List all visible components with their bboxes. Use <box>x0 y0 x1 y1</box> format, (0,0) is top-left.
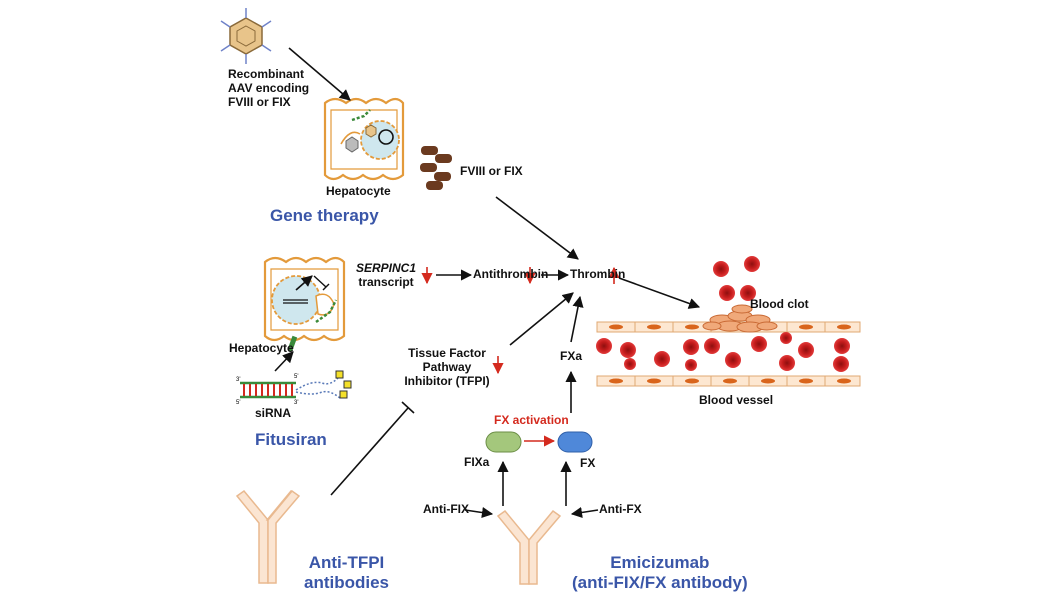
emicizumab-label: Emicizumab (anti-FIX/FX antibody) <box>572 553 748 592</box>
red-blood-cells-icon <box>596 256 850 372</box>
fitusiran-label: Fitusiran <box>255 430 327 449</box>
emicizumab-line-1: Emicizumab <box>610 553 710 572</box>
serpinc1-gene: SERPINC1 <box>356 261 417 275</box>
anti-fix-label: Anti-FIX <box>423 502 469 516</box>
svg-text:3': 3' <box>236 377 240 383</box>
blood-vessel-label: Blood vessel <box>699 393 774 407</box>
fx-pill-icon <box>557 431 593 453</box>
blood-clot-icon <box>702 304 778 333</box>
serpinc1-label: SERPINC1 transcript <box>356 261 417 290</box>
fixa-pill-icon <box>485 431 522 453</box>
sirna-label: siRNA <box>255 406 292 420</box>
hepatocyte-mid-label: Hepatocyte <box>229 341 294 355</box>
fixa-label: FIXa <box>464 455 490 469</box>
emicizumab-antibody-icon <box>496 509 562 585</box>
hepatocyte-mid-icon <box>263 256 346 342</box>
fviii-fix-label: FVIII or FIX <box>460 164 523 178</box>
fviii-fix-protein-icon <box>420 146 452 190</box>
anti-tfpi-line-2: antibodies <box>304 572 390 592</box>
tfpi-label: Tissue Factor Pathway Inhibitor (TFPI) <box>398 346 496 388</box>
sirna-icon: 3' 5' 5' 3' <box>236 370 352 406</box>
fx-activation-label: FX activation <box>494 413 569 427</box>
blood-clot-label: Blood clot <box>750 297 809 311</box>
anti-fx-label: Anti-FX <box>599 502 642 516</box>
fx-label: FX <box>580 456 596 470</box>
anti-tfpi-line-1: Anti-TFPI <box>308 553 385 572</box>
tfpi-line-1: Tissue Factor <box>408 346 486 360</box>
anti-tfpi-antibody-icon <box>235 489 301 584</box>
fxa-label: FXa <box>560 349 583 363</box>
tfpi-line-3: Inhibitor (TFPI) <box>404 373 490 388</box>
svg-text:5': 5' <box>294 374 298 380</box>
tfpi-line-2: Pathway <box>422 359 472 374</box>
gene-therapy-label: Gene therapy <box>270 206 379 225</box>
aav-line-3: FVIII or FIX <box>228 94 291 109</box>
thrombin-label: Thrombin <box>570 267 626 281</box>
svg-text:3': 3' <box>294 400 298 406</box>
emicizumab-line-2: (anti-FIX/FX antibody) <box>572 572 748 592</box>
serpinc1-suffix: transcript <box>358 274 414 289</box>
antithrombin-label: Antithrombin <box>473 267 549 281</box>
aav-line-2: AAV encoding <box>228 80 310 95</box>
svg-text:5': 5' <box>236 400 240 406</box>
aav-label: Recombinant AAV encoding FVIII or FIX <box>228 67 310 109</box>
hepatocyte-top-label: Hepatocyte <box>326 184 391 198</box>
aav-virus-icon <box>220 8 272 64</box>
hepatocyte-top-icon <box>323 97 405 181</box>
aav-line-1: Recombinant <box>228 67 305 81</box>
anti-tfpi-label: Anti-TFPI antibodies <box>304 553 389 592</box>
